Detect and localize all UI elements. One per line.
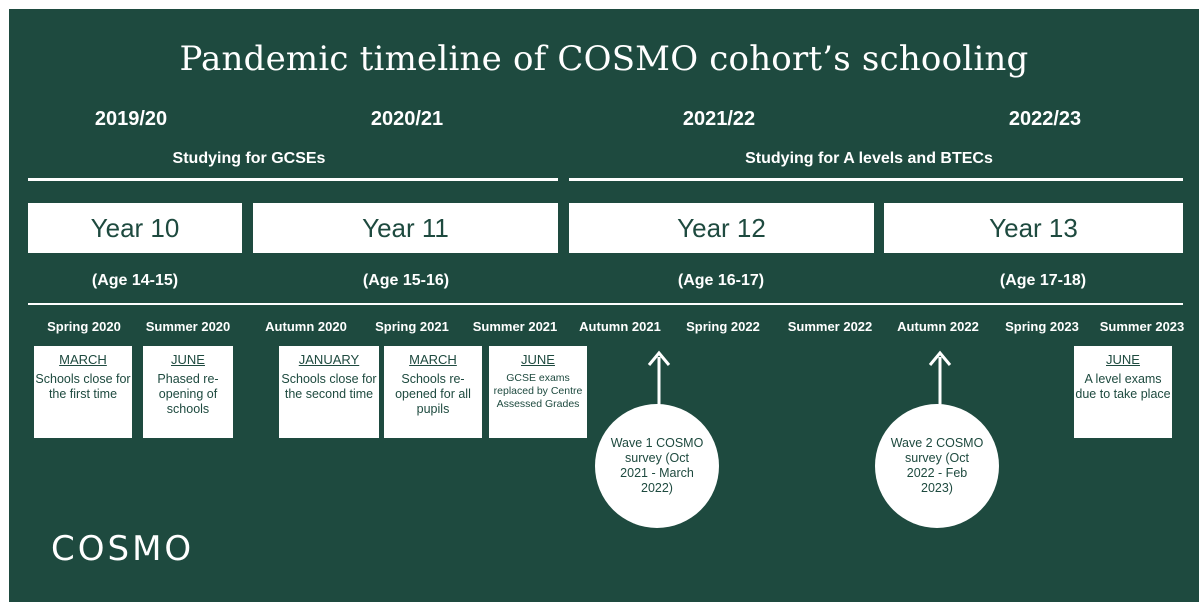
term-label: Spring 2020 [47,319,121,334]
academic-year-label: 2021/22 [682,108,756,130]
year-box: Year 13 [884,203,1183,253]
cosmo-logo: COSMO [51,529,195,569]
divider [569,178,1183,181]
event-text: Schools close for the second time [281,372,377,401]
event-text: Phased re-opening of schools [157,372,219,416]
survey-circle: Wave 2 COSMO survey (Oct 2022 - Feb 2023… [875,404,999,528]
event-text: GCSE exams replaced by Centre Assessed G… [493,372,583,410]
event-card: JUNE Phased re-opening of schools [143,346,233,438]
event-month: MARCH [409,352,457,367]
divider [28,303,1183,305]
age-label: (Age 16-17) [677,272,765,289]
event-card: MARCH Schools re-opened for all pupils [384,346,482,438]
age-label: (Age 17-18) [999,272,1087,289]
term-label: Autumn 2022 [897,319,979,334]
event-card: JUNE GCSE exams replaced by Centre Asses… [489,346,587,438]
event-month: JUNE [521,352,555,367]
age-label: (Age 15-16) [362,272,450,289]
event-month: JUNE [171,352,205,367]
term-label: Autumn 2020 [265,319,347,334]
term-label: Spring 2023 [1005,319,1079,334]
academic-year-label: 2020/21 [370,108,444,130]
academic-year-label: 2019/20 [94,108,168,130]
term-label: Spring 2022 [686,319,760,334]
page-title: Pandemic timeline of COSMO cohort’s scho… [179,39,1029,79]
study-label-alevel: Studying for A levels and BTECs [745,150,993,167]
event-card: JANUARY Schools close for the second tim… [279,346,379,438]
timeline-panel: Pandemic timeline of COSMO cohort’s scho… [9,9,1199,602]
event-month: MARCH [59,352,107,367]
age-label: (Age 14-15) [91,272,179,289]
event-card: MARCH Schools close for the first time [34,346,132,438]
term-label: Summer 2023 [1099,319,1185,334]
survey-text: Wave 2 COSMO survey (Oct 2022 - Feb 2023… [890,436,984,495]
year-box: Year 12 [569,203,874,253]
event-card: JUNE A level exams due to take place [1074,346,1172,438]
term-label: Spring 2021 [375,319,449,334]
event-text: Schools close for the first time [35,372,131,401]
term-label: Summer 2021 [472,319,558,334]
study-label-gcse: Studying for GCSEs [172,150,326,167]
term-label: Summer 2020 [145,319,231,334]
event-text: Schools re-opened for all pupils [395,372,471,416]
up-arrow-icon [647,350,671,411]
term-label: Summer 2022 [787,319,873,334]
survey-text: Wave 1 COSMO survey (Oct 2021 - March 20… [610,436,704,495]
academic-year-label: 2022/23 [1008,108,1082,130]
term-label: Autumn 2021 [579,319,661,334]
event-month: JUNE [1106,352,1140,367]
divider [28,178,558,181]
up-arrow-icon [928,350,952,411]
survey-circle: Wave 1 COSMO survey (Oct 2021 - March 20… [595,404,719,528]
event-text: A level exams due to take place [1075,372,1171,401]
year-box: Year 10 [28,203,242,253]
event-month: JANUARY [298,352,360,367]
year-box: Year 11 [253,203,558,253]
